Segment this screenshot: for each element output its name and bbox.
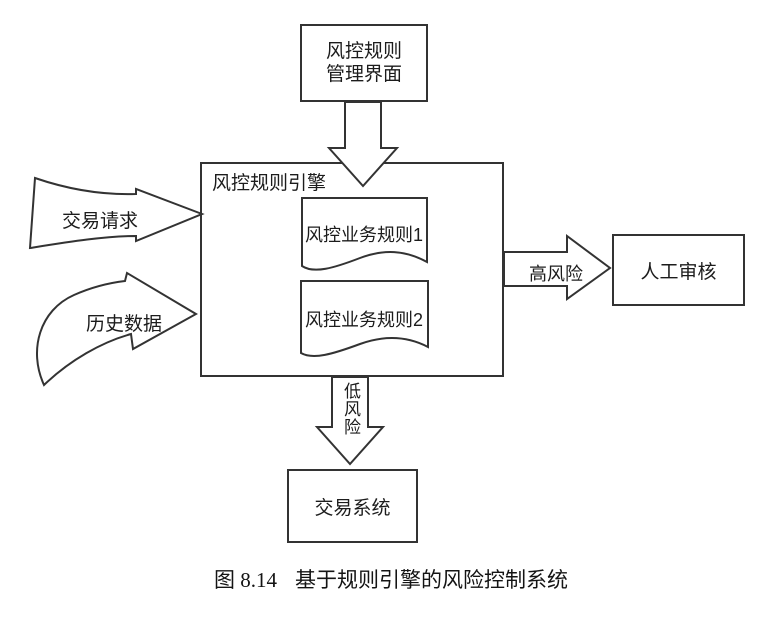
figure-caption: 图 8.14 基于规则引擎的风险控制系统: [214, 564, 568, 594]
figure-caption-number: 图 8.14: [214, 568, 277, 592]
node-manual-review: 人工审核: [612, 234, 745, 306]
manual-review-label: 人工审核: [640, 261, 717, 283]
management-ui-label-line2: 管理界面: [325, 64, 402, 85]
low-risk-arrow-label: 低风险: [341, 382, 360, 436]
historical-data-arrow-label: 历史数据: [86, 314, 163, 335]
node-management-ui: 风控规则 管理界面: [300, 24, 428, 102]
transaction-request-arrow-label: 交易请求: [62, 211, 139, 232]
trading-system-label: 交易系统: [314, 497, 391, 519]
figure-caption-title: 基于规则引擎的风险控制系统: [295, 568, 568, 592]
node-trading-system: 交易系统: [287, 469, 418, 543]
high-risk-arrow-label: 高风险: [529, 264, 583, 284]
rule-engine-label: 风控规则引擎: [212, 173, 327, 194]
management-ui-label: 风控规则 管理界面: [326, 40, 402, 86]
management-ui-label-line1: 风控规则: [325, 41, 402, 62]
rule-doc-2-label: 风控业务规则2: [304, 310, 423, 330]
rule-doc-1-label: 风控业务规则1: [304, 225, 423, 245]
